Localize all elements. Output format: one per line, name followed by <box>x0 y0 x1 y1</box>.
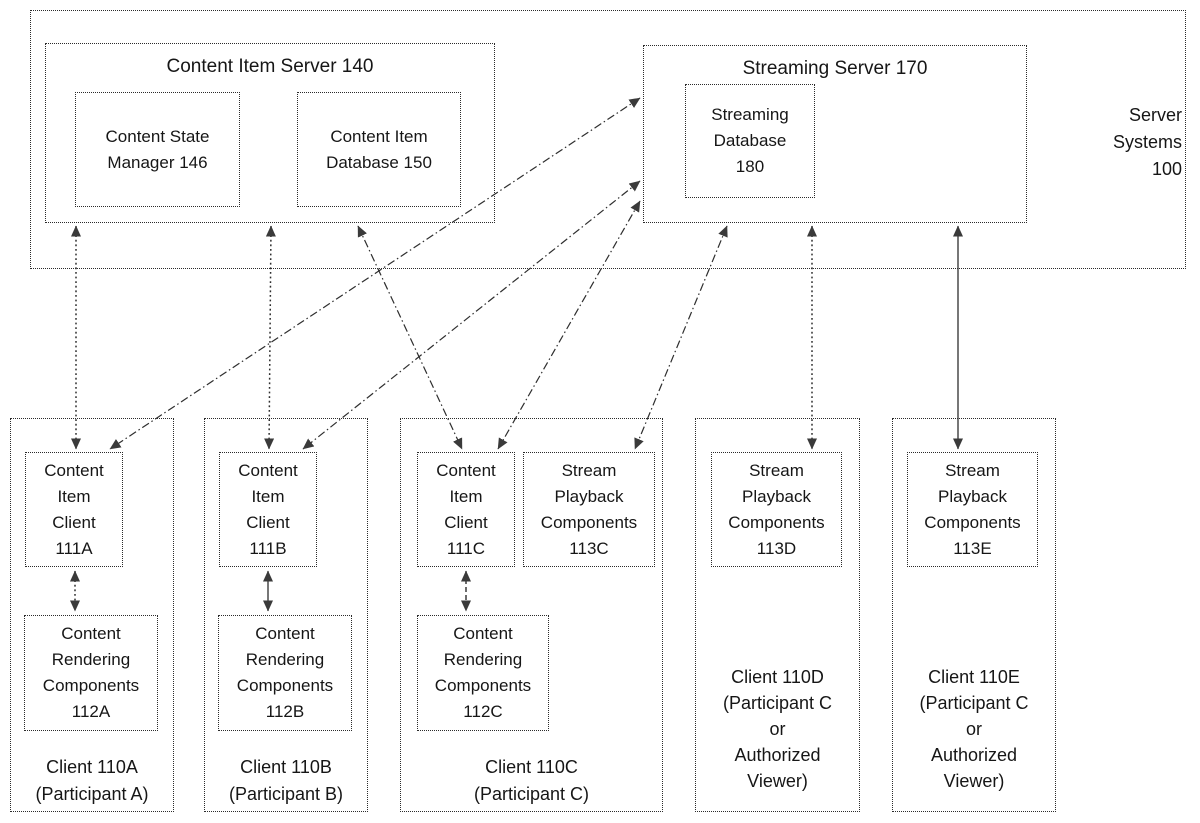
client-110b-label: Client 110B (Participant B) <box>228 757 344 804</box>
client-110d-box <box>695 418 860 812</box>
arrow-ss170-to-113c <box>634 225 728 450</box>
content-rendering-components-112a-box: Content Rendering Components 112A <box>24 615 158 731</box>
content-rendering-components-112c-box: Content Rendering Components 112C <box>417 615 549 731</box>
client-110b-box <box>204 418 368 812</box>
streaming-server-title: Streaming Server 170 <box>742 58 928 79</box>
client-110e-box <box>892 418 1056 812</box>
client-110c-box <box>400 418 663 812</box>
arrow-ss170-to-111c <box>497 200 641 450</box>
stream-playback-components-113c-box: Stream Playback Components 113C <box>523 452 655 567</box>
content-item-client-111b-box: Content Item Client 111B <box>219 452 317 567</box>
client-110d-label: Client 110D (Participant C or Authorized… <box>722 667 833 791</box>
content-item-server-box: Content Item Server 140 <box>45 43 495 223</box>
client-110e-label: Client 110E (Participant C or Authorized… <box>919 667 1029 791</box>
content-item-server-title: Content Item Server 140 <box>166 56 374 77</box>
content-rendering-components-112b-box: Content Rendering Components 112B <box>218 615 352 731</box>
stream-playback-components-113d-box: Stream Playback Components 113D <box>711 452 842 567</box>
server-systems-label: Server Systems 100 <box>1112 105 1182 179</box>
content-item-client-111c-box: Content Item Client 111C <box>417 452 515 567</box>
stream-playback-components-113e-box: Stream Playback Components 113E <box>907 452 1038 567</box>
content-item-database-box: Content Item Database 150 <box>297 92 461 207</box>
arrow-ss170-to-111b <box>302 180 641 450</box>
content-item-client-111a-box: Content Item Client 111A <box>25 452 123 567</box>
client-110c-label: Client 110C (Participant C) <box>473 757 590 804</box>
client-110a-label: Client 110A (Participant A) <box>35 757 149 804</box>
streaming-database-box: Streaming Database 180 <box>685 84 815 198</box>
streaming-server-box: Streaming Server 170 <box>643 45 1027 223</box>
server-systems-box <box>30 10 1186 269</box>
content-state-manager-box: Content State Manager 146 <box>75 92 240 207</box>
client-110a-box <box>10 418 174 812</box>
